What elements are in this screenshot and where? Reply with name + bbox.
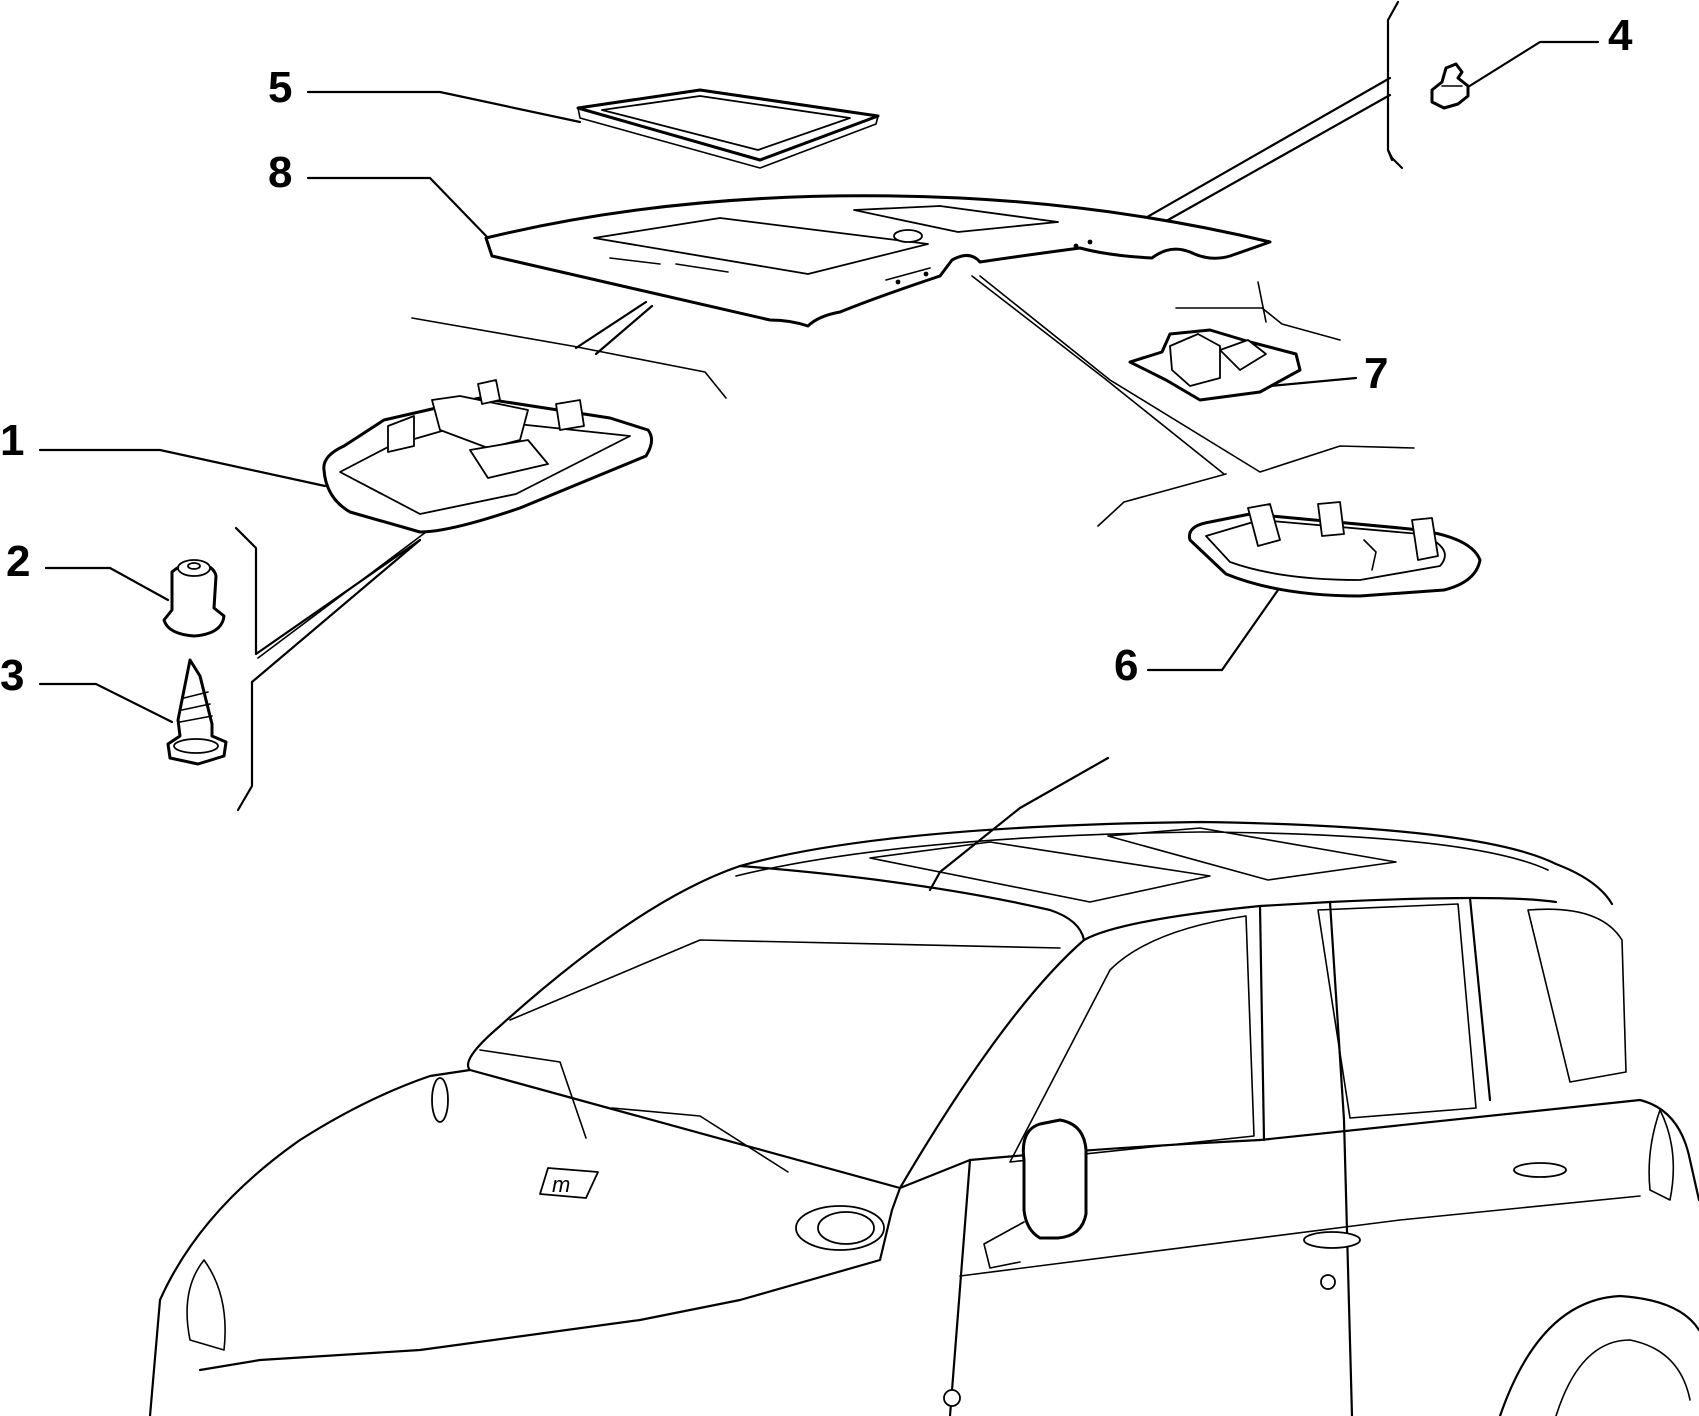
hood-badge-text: m (552, 1172, 570, 1197)
leader-2 (44, 566, 170, 602)
callout-6: 6 (1114, 641, 1138, 690)
callout-8: 8 (268, 148, 292, 197)
part-1-courtesy-light (322, 379, 653, 534)
part-5-sunroof-frame (576, 88, 880, 169)
callout-3: 3 (0, 651, 24, 700)
callout-7: 7 (1364, 349, 1388, 398)
part-4-clip (1430, 62, 1470, 110)
callout-1: 1 (0, 416, 24, 465)
callout-4: 4 (1608, 11, 1633, 60)
callout-2: 2 (6, 537, 30, 586)
leader-6 (1146, 578, 1287, 672)
callout-5: 5 (268, 63, 292, 112)
part-3-screw (166, 658, 228, 766)
assembly-lines (234, 0, 1415, 812)
leader-lines (38, 40, 1600, 724)
vehicle-outline: m (148, 756, 1699, 1416)
leader-5 (306, 90, 582, 124)
leader-1 (38, 448, 327, 488)
leader-4 (1458, 40, 1600, 94)
part-2-grommet (162, 559, 226, 638)
callout-labels: 5 8 4 7 1 2 3 6 (0, 11, 1633, 700)
part-8-headliner (484, 194, 1272, 328)
part-7-bracket (1128, 328, 1302, 402)
leader-8 (306, 176, 492, 242)
hood-badge: m (539, 1167, 599, 1199)
leader-3 (38, 682, 174, 724)
part-6-courtesy-light (1187, 501, 1482, 598)
